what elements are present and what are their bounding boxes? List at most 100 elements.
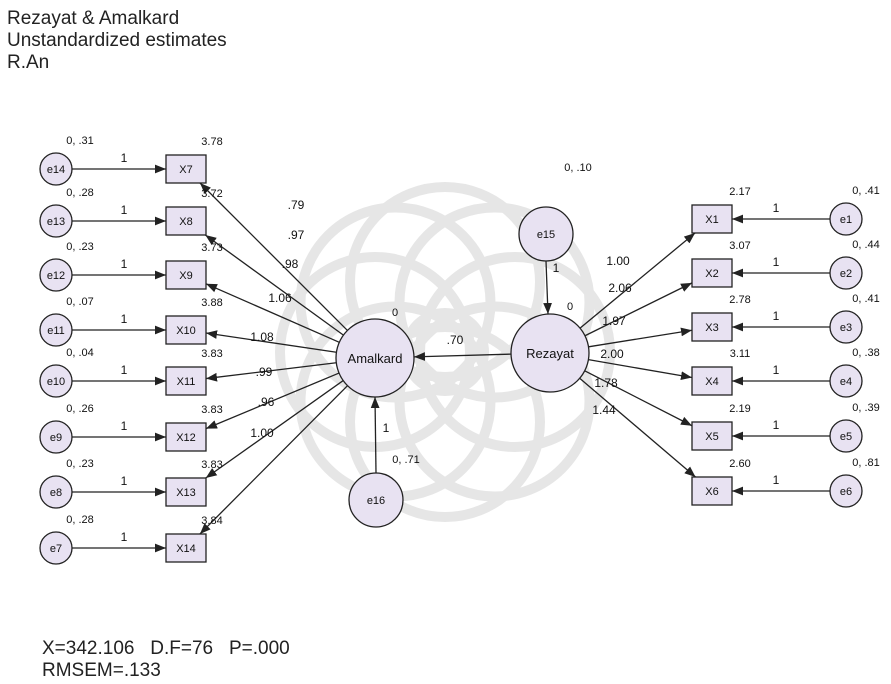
factor-loading: .98 — [282, 257, 299, 271]
error-e7 — [39, 531, 73, 565]
error-e10 — [39, 364, 73, 398]
latent-variance: 0 — [392, 307, 398, 319]
structural-coefficient: .70 — [447, 333, 464, 347]
title-line: Unstandardized estimates — [7, 30, 227, 51]
error-label: e7 — [50, 543, 62, 555]
error-label: e6 — [840, 486, 852, 498]
disturbance-label: e16 — [367, 495, 385, 507]
loading-path — [205, 380, 344, 479]
indicator-label: X7 — [179, 164, 192, 176]
loading-path — [588, 327, 693, 348]
indicator-intercept: 3.83 — [201, 348, 222, 360]
error-e13 — [39, 204, 73, 238]
disturbance-e16 — [348, 472, 404, 528]
error-weight: 1 — [121, 363, 128, 377]
loading-path — [205, 283, 340, 343]
error-e1 — [829, 202, 863, 236]
indicator-intercept: 3.73 — [201, 242, 222, 254]
error-label: e10 — [47, 376, 65, 388]
indicator-intercept: 2.17 — [729, 186, 750, 198]
loading-path — [584, 282, 693, 337]
error-label: e9 — [50, 432, 62, 444]
indicator-label: X11 — [177, 376, 196, 388]
indicator-box-X7 — [165, 154, 207, 184]
error-label: e14 — [47, 164, 65, 176]
error-label: e4 — [840, 376, 852, 388]
error-weight: 1 — [121, 151, 128, 165]
indicator-label: X14 — [176, 543, 196, 555]
edges-layer — [72, 164, 830, 553]
loading-path — [199, 385, 348, 535]
disturbance-weight: 1 — [553, 261, 560, 275]
error-e11 — [39, 313, 73, 347]
disturbance-variance: 0, .71 — [392, 454, 420, 466]
indicator-intercept: 3.84 — [201, 515, 222, 527]
indicator-box-X8 — [165, 206, 207, 236]
indicator-box-X4 — [691, 366, 733, 396]
nodes-layer — [39, 152, 863, 565]
error-variance: 0, .28 — [66, 514, 94, 526]
indicator-label: X6 — [705, 486, 718, 498]
error-variance: 0, .81 — [852, 457, 880, 469]
error-variance: 0, .39 — [852, 402, 880, 414]
factor-loading: 1.78 — [594, 376, 618, 390]
error-variance: 0, .28 — [66, 187, 94, 199]
latent-label: Rezayat — [526, 346, 574, 361]
error-label: e1 — [840, 214, 852, 226]
indicator-box-X13 — [165, 477, 207, 507]
error-e6 — [829, 474, 863, 508]
factor-loading: 2.00 — [600, 347, 624, 361]
error-variance: 0, .38 — [852, 347, 880, 359]
error-label: e8 — [50, 487, 62, 499]
watermark-arc — [394, 202, 595, 403]
factor-loading: 2.06 — [608, 281, 632, 295]
error-e9 — [39, 420, 73, 454]
indicator-label: X1 — [705, 214, 718, 226]
factor-loading: .99 — [256, 365, 273, 379]
disturbance-label: e15 — [537, 229, 555, 241]
factor-loading: .96 — [258, 395, 275, 409]
indicator-box-X1 — [691, 204, 733, 234]
indicator-label: X12 — [176, 432, 196, 444]
error-weight: 1 — [121, 474, 128, 488]
indicator-label: X9 — [179, 270, 192, 282]
factor-loading: 1.97 — [602, 314, 626, 328]
error-label: e12 — [47, 270, 65, 282]
disturbance-path — [370, 396, 380, 474]
loading-path — [205, 362, 337, 382]
structural-path — [413, 352, 512, 361]
indicator-label: X3 — [705, 322, 718, 334]
indicator-intercept: 3.72 — [201, 188, 222, 200]
loading-path — [579, 232, 696, 329]
error-variance: 0, .41 — [852, 185, 880, 197]
error-weight: 1 — [121, 203, 128, 217]
latent-variance: 0 — [567, 301, 573, 313]
disturbance-e15 — [518, 206, 574, 262]
loading-path — [588, 359, 693, 381]
factor-loading: 1.08 — [250, 330, 274, 344]
indicator-box-X14 — [165, 533, 207, 563]
indicator-intercept: 3.88 — [201, 297, 222, 309]
indicator-label: X4 — [705, 376, 718, 388]
indicator-box-X5 — [691, 421, 733, 451]
indicator-label: X5 — [705, 431, 718, 443]
indicator-label: X10 — [176, 325, 196, 337]
disturbance-weight: 1 — [383, 421, 390, 435]
indicator-label: X8 — [179, 216, 192, 228]
error-variance: 0, .44 — [852, 239, 880, 251]
indicator-intercept: 3.11 — [730, 348, 751, 360]
error-weight: 1 — [121, 530, 128, 544]
error-weight: 1 — [121, 257, 128, 271]
error-weight: 1 — [773, 309, 780, 323]
error-e3 — [829, 310, 863, 344]
loading-path — [205, 330, 337, 353]
factor-loading: 1.00 — [606, 254, 630, 268]
indicator-box-X10 — [165, 315, 207, 345]
factor-loading: 1.44 — [592, 403, 616, 417]
error-weight: 1 — [773, 201, 780, 215]
error-weight: 1 — [121, 419, 128, 433]
loading-path — [199, 182, 348, 331]
loading-path — [584, 370, 693, 427]
